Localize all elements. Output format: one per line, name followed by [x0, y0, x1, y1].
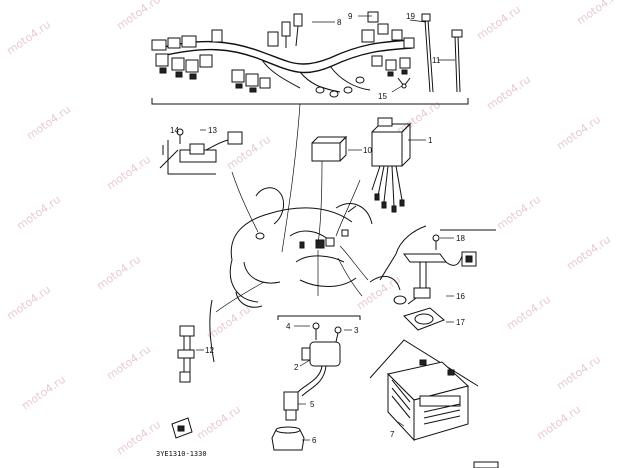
watermark: moto4.ru [114, 0, 163, 32]
watermark: moto4.ru [474, 3, 523, 43]
watermark: moto4.ru [104, 153, 153, 193]
page-corner-marker [473, 461, 499, 468]
callout-17: 17 [456, 318, 465, 327]
watermark: moto4.ru [534, 403, 583, 443]
callout-10: 10 [363, 146, 372, 155]
callout-13: 13 [208, 126, 217, 135]
callout-8: 8 [337, 18, 342, 27]
callout-4: 4 [286, 322, 291, 331]
wire-harness [151, 11, 469, 105]
fuse-holder [171, 417, 193, 439]
relay-10 [311, 135, 362, 162]
callout-1: 1 [428, 136, 433, 145]
callout-9: 9 [348, 12, 353, 21]
battery [369, 339, 479, 442]
watermark: moto4.ru [204, 303, 253, 343]
watermark: moto4.ru [574, 0, 623, 27]
callout-3: 3 [354, 326, 359, 335]
callout-6: 6 [312, 436, 317, 445]
relay-bracket-assembly [159, 128, 243, 175]
part-code: 3YE1310-1330 [156, 450, 207, 458]
callout-15: 15 [378, 92, 387, 101]
cdi-unit [371, 117, 426, 213]
watermark: moto4.ru [504, 293, 553, 333]
callout-19: 19 [406, 12, 415, 21]
watermark: moto4.ru [104, 343, 153, 383]
sensor-12 [177, 299, 215, 383]
callout-2: 2 [294, 363, 299, 372]
watermark: moto4.ru [554, 113, 603, 153]
callout-18: 18 [456, 234, 465, 243]
callout-11: 11 [432, 56, 441, 65]
watermark: moto4.ru [4, 18, 53, 58]
watermark: moto4.ru [14, 193, 63, 233]
watermark: moto4.ru [4, 283, 53, 323]
watermark: moto4.ru [554, 353, 603, 393]
watermark: moto4.ru [19, 373, 68, 413]
watermark: moto4.ru [494, 193, 543, 233]
callout-14: 14 [170, 126, 179, 135]
watermark-layer: moto4.ru moto4.ru moto4.ru moto4.ru moto… [4, 0, 623, 457]
callout-5: 5 [310, 400, 315, 409]
callout-labels: 1 2 3 4 5 6 7 8 9 10 11 12 13 14 15 16 1… [170, 12, 465, 445]
watermark: moto4.ru [354, 273, 403, 313]
watermark: moto4.ru [564, 233, 613, 273]
callout-12: 12 [205, 346, 214, 355]
watermark: moto4.ru [24, 103, 73, 143]
callout-7: 7 [390, 430, 395, 439]
watermark: moto4.ru [194, 403, 243, 443]
watermark: moto4.ru [484, 73, 533, 113]
callout-16: 16 [456, 292, 465, 301]
scooter-outline [229, 187, 373, 308]
fuel-sender-group [369, 225, 496, 331]
watermark: moto4.ru [94, 253, 143, 293]
ignition-coil-group [271, 315, 361, 451]
